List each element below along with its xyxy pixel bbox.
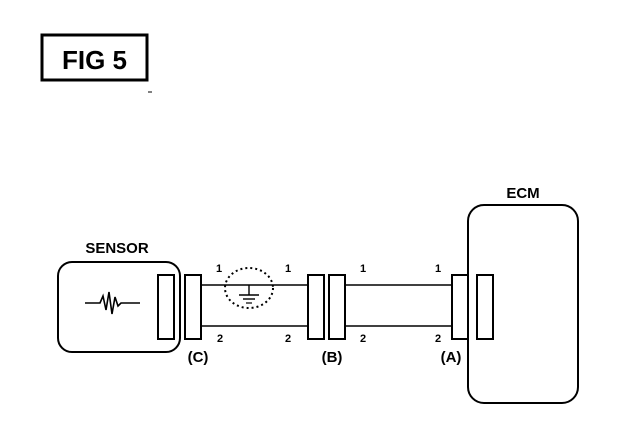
short-to-ground-marker	[224, 267, 274, 309]
ecm-label: ECM	[506, 185, 539, 202]
sensor-unit: SENSOR	[57, 240, 181, 353]
harness-wires	[201, 284, 452, 327]
pin-label: 2	[285, 333, 291, 345]
pin-label: 1	[435, 263, 441, 275]
figure-label: FIG 5	[62, 45, 127, 75]
connector-a-label: (A)	[441, 349, 462, 366]
figure-label-frame	[40, 33, 149, 82]
connector-b-block-left	[307, 274, 325, 340]
sine-waveform-icon	[85, 291, 140, 315]
connector-c-block	[184, 274, 202, 340]
sensor-body	[57, 261, 181, 353]
pin-label: 1	[285, 263, 291, 275]
pin-label: 2	[435, 333, 441, 345]
connector-c-label: (C)	[188, 349, 209, 366]
connector-c: (C)	[184, 274, 209, 366]
sensor-connector-terminal	[157, 274, 175, 340]
connector-b: (B)	[307, 274, 346, 366]
ecm-connector-terminal	[476, 274, 494, 340]
connector-a: (A)	[441, 274, 469, 366]
figure-label-box: FIG 5	[40, 33, 149, 82]
pin-label: 1	[216, 263, 222, 275]
ecm-body	[467, 204, 579, 404]
connector-b-label: (B)	[322, 349, 343, 366]
pin-numbers: 1 1 1 1 2 2 2 2	[216, 263, 441, 345]
sensor-label: SENSOR	[85, 240, 149, 257]
ground-icon	[239, 285, 259, 304]
ecm-unit: ECM	[467, 185, 579, 404]
dashed-circle	[224, 267, 274, 309]
pin-label: 1	[360, 263, 366, 275]
pin-label: 2	[217, 333, 223, 345]
connector-a-block	[451, 274, 469, 340]
connector-b-block-right	[328, 274, 346, 340]
pin-label: 2	[360, 333, 366, 345]
